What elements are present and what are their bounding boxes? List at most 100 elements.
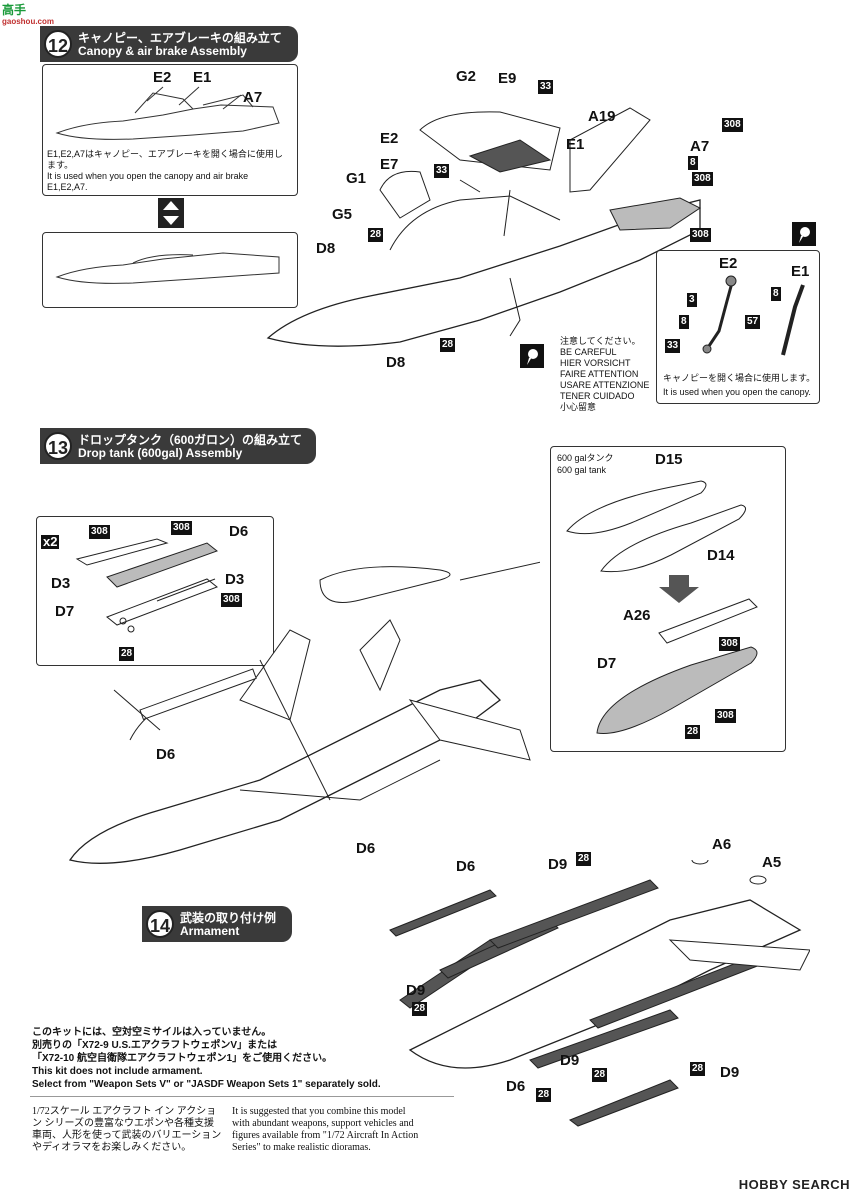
part-label: D6 — [229, 523, 249, 540]
part-label: A7 — [243, 89, 263, 106]
paint-code: 28 — [690, 1062, 706, 1076]
part-label: E1 — [193, 69, 212, 86]
paint-code: 33 — [665, 339, 681, 353]
drop-tank-box: 600 galタンク 600 gal tank D15 D14 A26 308 … — [550, 446, 786, 752]
part-label: E2 — [719, 255, 738, 272]
paint-code: 28 — [440, 338, 456, 352]
paint-code: 308 — [89, 525, 110, 539]
step-title-jp: 武装の取り付け例 — [180, 911, 277, 925]
pylon-drawing — [75, 538, 219, 633]
swap-arrows-icon — [158, 198, 184, 228]
tank-label-en: 600 gal tank — [557, 465, 607, 475]
step-12-aircraft-drawing — [266, 107, 701, 347]
paint-code: 3 — [687, 293, 697, 307]
paint-code: 28 — [119, 647, 135, 661]
caution-text: 注意してください。 BE CAREFUL HIER VORSICHT FAIRE… — [560, 336, 650, 412]
step-13-aircraft-drawing — [68, 561, 540, 864]
part-label: D6 — [456, 858, 476, 875]
step-12-banner: 12 キャノピー、エアブレーキの組み立て Canopy & air brake … — [40, 26, 298, 62]
paint-code: 308 — [715, 709, 736, 723]
part-label: D8 — [386, 354, 406, 371]
step-14-armament-drawing — [389, 860, 810, 1127]
armament-note: このキットには、空対空ミサイルは入っていません。 別売りの「X72-9 U.S.… — [32, 1027, 381, 1090]
paint-code: 57 — [745, 315, 761, 329]
inset-closed-drawing — [55, 252, 280, 284]
step-title-en: Armament — [180, 924, 240, 938]
paint-code: 308 — [690, 228, 711, 242]
step-number: 12 — [44, 30, 72, 58]
part-label: A26 — [623, 607, 651, 624]
caution-icon — [520, 344, 544, 368]
part-label: D9 — [406, 982, 426, 999]
quantity-badge: x2 — [41, 534, 60, 549]
inset-note-jp: E1,E2,A7はキャノピー、エアブレーキを開く場合に使用します。 — [47, 149, 283, 170]
part-label: E1 — [566, 136, 585, 153]
paint-code: 33 — [434, 164, 450, 178]
paint-code: 308 — [692, 172, 713, 186]
paint-code: 28 — [536, 1088, 552, 1102]
pylon-box: x2 308 308 D6 D3 D3 308 D7 28 — [36, 516, 274, 666]
series-desc-en: It is suggested that you combine this mo… — [232, 1106, 419, 1153]
divider — [30, 1096, 454, 1097]
part-label: D6 — [156, 746, 176, 763]
paint-code: 8 — [688, 156, 698, 170]
detail-box: E2 E1 8 3 8 33 57 キャノピーを開く場合に使用します。 It i… — [656, 250, 820, 404]
inset-note-en: It is used when you open the canopy and … — [47, 171, 249, 192]
hobby-search-logo: HOBBY SEARCH — [738, 1177, 850, 1192]
part-label: D6 — [506, 1078, 526, 1095]
step-title-en: Canopy & air brake Assembly — [78, 44, 247, 58]
tank-label-jp: 600 galタンク — [557, 453, 614, 463]
part-label: E2 — [380, 130, 399, 147]
inset-closed-box — [42, 232, 298, 308]
step-title-en: Drop tank (600gal) Assembly — [78, 446, 243, 460]
part-label: D6 — [356, 840, 376, 857]
inset-open-box: E2 E1 A7 E1,E2,A7はキャノピー、エアブレーキを開く場合に使用しま… — [42, 64, 298, 196]
paint-code: 28 — [576, 852, 592, 866]
paint-code: 28 — [592, 1068, 608, 1082]
series-desc-jp: 1/72スケール エアクラフト イン アクション シリーズの豊富なウエポンや各種… — [32, 1106, 222, 1153]
paint-code: 308 — [221, 593, 242, 607]
part-label: D14 — [707, 547, 735, 564]
paint-code: 28 — [412, 1002, 428, 1016]
part-label: D15 — [655, 451, 683, 468]
step-14-banner: 14 武装の取り付け例 Armament — [142, 906, 292, 942]
inset-open-drawing — [55, 86, 280, 140]
part-label: D9 — [548, 856, 568, 873]
paint-code: 28 — [685, 725, 701, 739]
part-label: E1 — [791, 263, 810, 280]
caution-icon — [792, 222, 816, 246]
paint-code: 308 — [719, 637, 740, 651]
part-label: D7 — [55, 603, 75, 620]
watermark: 高手 gaoshou.com — [2, 3, 55, 26]
step-title-jp: キャノピー、エアブレーキの組み立て — [78, 31, 282, 45]
part-label: G2 — [456, 68, 477, 85]
part-label: A6 — [712, 836, 732, 853]
part-label: D7 — [597, 655, 617, 672]
drop-tank-drawing — [566, 480, 758, 734]
step-title-jp: ドロップタンク（600ガロン）の組み立て — [78, 433, 303, 447]
part-label: E7 — [380, 156, 399, 173]
part-label: E9 — [498, 70, 517, 87]
part-label: A7 — [690, 138, 710, 155]
part-label: G1 — [346, 170, 367, 187]
step-number: 14 — [146, 910, 174, 938]
step-number: 13 — [44, 432, 72, 460]
part-label: D3 — [51, 575, 71, 592]
part-label: E2 — [153, 69, 172, 86]
paint-code: 8 — [771, 287, 781, 301]
part-label: D3 — [225, 571, 245, 588]
part-label: A19 — [588, 108, 616, 125]
step-13-banner: 13 ドロップタンク（600ガロン）の組み立て Drop tank (600ga… — [40, 428, 316, 464]
paint-code: 8 — [679, 315, 689, 329]
paint-code: 308 — [722, 118, 743, 132]
detail-parts-drawing — [702, 275, 805, 356]
detail-note-en: It is used when you open the canopy. — [663, 387, 811, 397]
part-label: A5 — [762, 854, 782, 871]
paint-code: 33 — [538, 80, 554, 94]
part-label: D8 — [316, 240, 336, 257]
detail-note-jp: キャノピーを開く場合に使用します。 — [663, 373, 816, 383]
paint-code: 308 — [171, 521, 192, 535]
paint-code: 28 — [368, 228, 384, 242]
part-label: G5 — [332, 206, 353, 223]
part-label: D9 — [560, 1052, 580, 1069]
